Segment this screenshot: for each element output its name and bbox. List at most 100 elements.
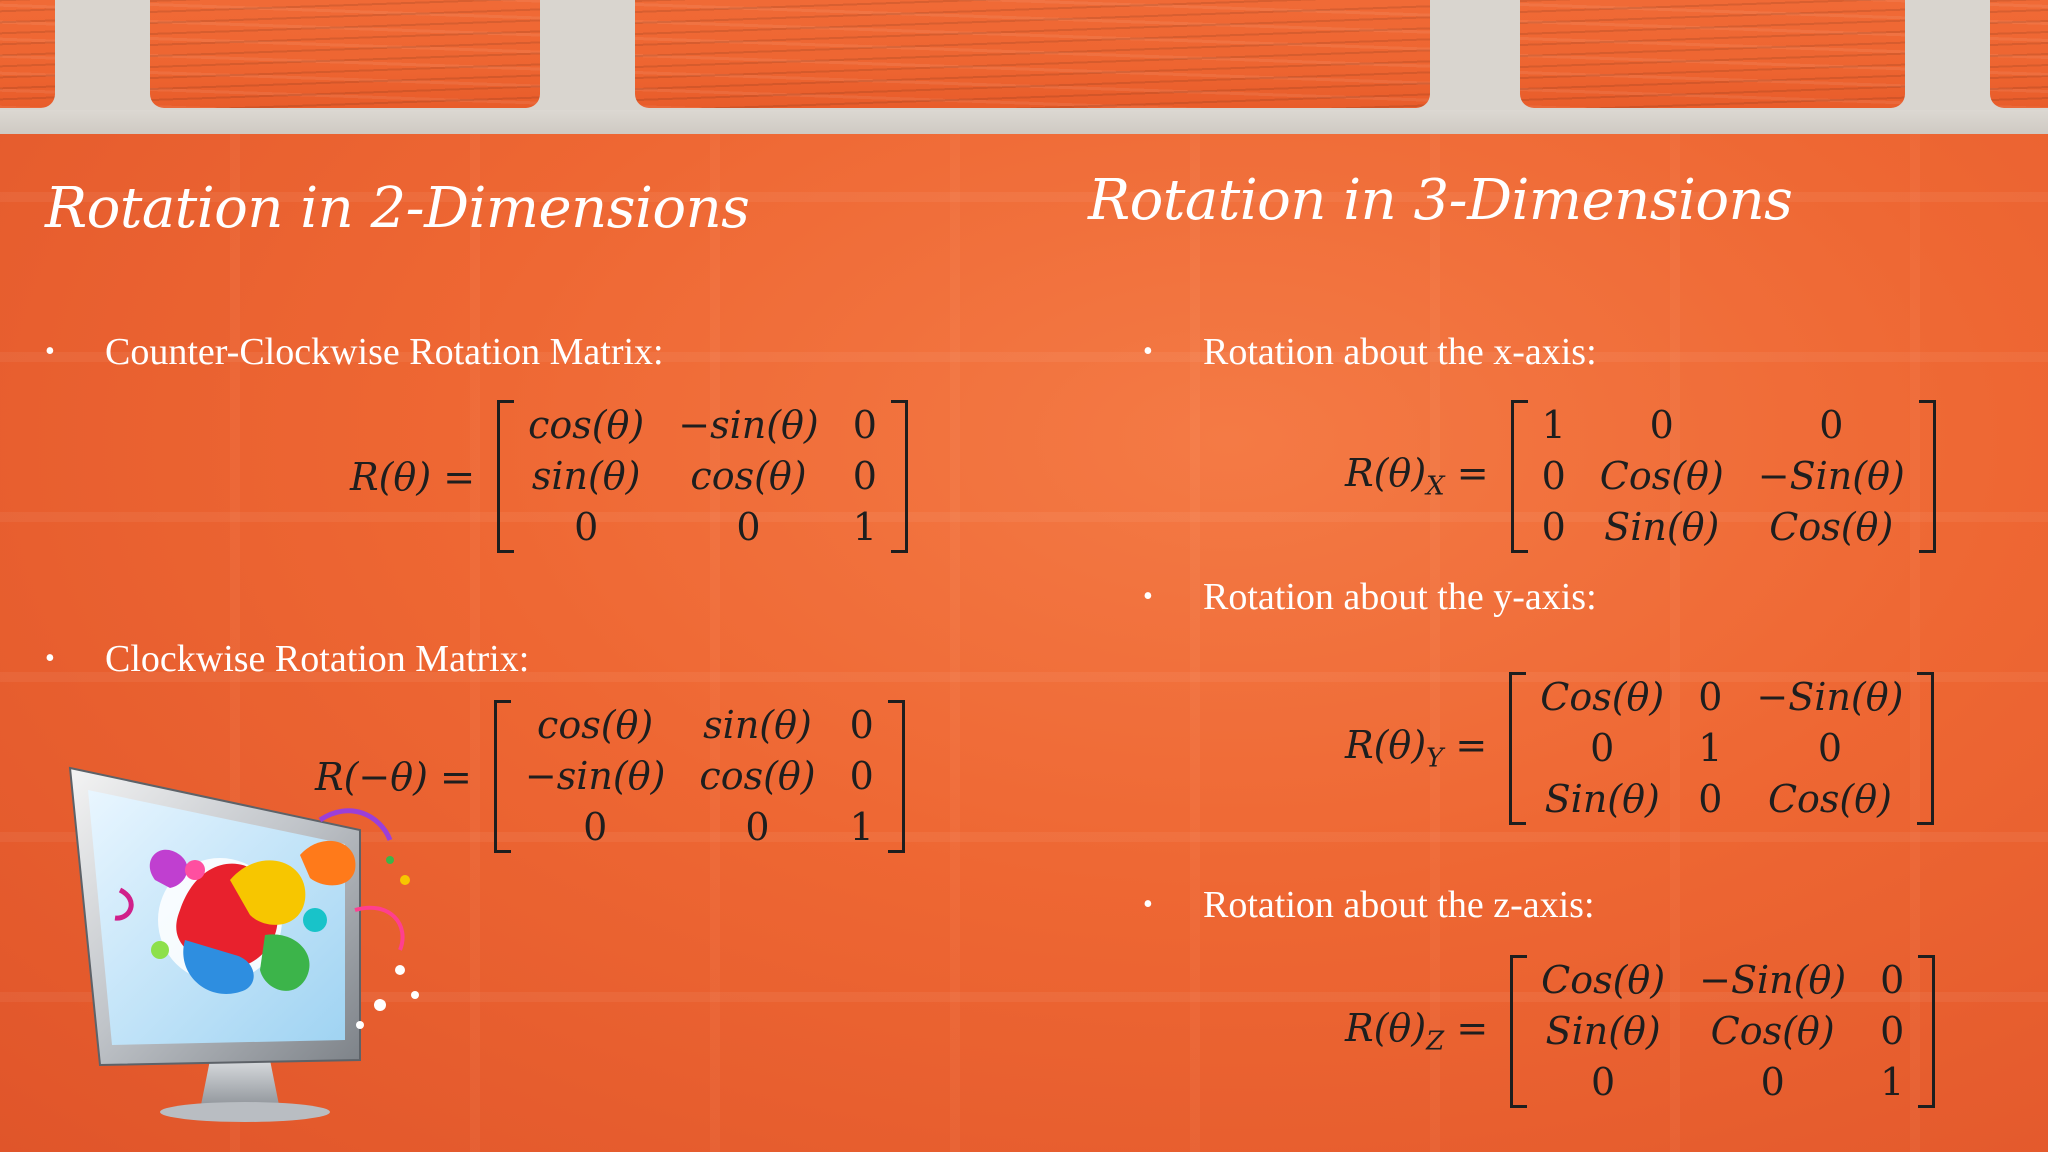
matrix-cell: Cos(θ) bbox=[1767, 777, 1892, 821]
cw-label: Clockwise Rotation Matrix: bbox=[105, 638, 530, 680]
y-equation: R(θ)Y = Cos(θ) 0 −Sin(θ) 0 1 0 Sin(θ) 0 … bbox=[1345, 672, 1935, 825]
lhs-base: R(θ) bbox=[1345, 1006, 1427, 1051]
brick bbox=[0, 0, 55, 108]
top-brick-band bbox=[0, 0, 2048, 110]
matrix-cell: 1 bbox=[849, 805, 874, 849]
right-bracket bbox=[1918, 955, 1936, 1108]
z-lhs: R(θ)Z = bbox=[1345, 1006, 1488, 1057]
matrix-cell: 0 bbox=[852, 454, 877, 498]
lhs-sub: Y bbox=[1426, 743, 1444, 774]
x-lhs: R(θ)X = bbox=[1345, 451, 1489, 502]
matrix-cell: 0 bbox=[1819, 403, 1844, 447]
matrix-cell: Cos(θ) bbox=[1769, 505, 1894, 549]
matrix-cell: cos(θ) bbox=[690, 454, 807, 498]
bullet-ccw: • Counter-Clockwise Rotation Matrix: bbox=[45, 330, 664, 374]
bullet-dot: • bbox=[1143, 889, 1153, 920]
matrix-cell: 0 bbox=[574, 505, 599, 549]
matrix-cell: −sin(θ) bbox=[678, 403, 819, 447]
matrix-cell: −Sin(θ) bbox=[1756, 675, 1904, 719]
matrix-cell: 0 bbox=[1817, 726, 1843, 770]
ccw-matrix: cos(θ) −sin(θ) 0 sin(θ) cos(θ) 0 0 0 1 bbox=[497, 400, 908, 553]
cw-equation: R(−θ) = cos(θ) sin(θ) 0 −sin(θ) cos(θ) 0… bbox=[315, 700, 905, 853]
cw-lhs: R(−θ) = bbox=[315, 754, 472, 799]
matrix-cell: 0 bbox=[1880, 1009, 1905, 1053]
matrix-cell: Sin(θ) bbox=[1545, 1009, 1661, 1053]
equals-sign: = bbox=[1456, 1006, 1489, 1051]
brick bbox=[1990, 0, 2048, 108]
left-bracket bbox=[1510, 955, 1528, 1108]
brick bbox=[635, 0, 1430, 108]
matrix-grid: Cos(θ) 0 −Sin(θ) 0 1 0 Sin(θ) 0 Cos(θ) bbox=[1526, 672, 1917, 825]
matrix-cell: 1 bbox=[1880, 1060, 1905, 1104]
bullet-dot: • bbox=[1143, 336, 1153, 367]
equals-sign: = bbox=[1455, 723, 1488, 768]
bullet-z: • Rotation about the z-axis: bbox=[1143, 883, 1595, 927]
colorful-monitor-icon bbox=[60, 760, 480, 1130]
z-equation: R(θ)Z = Cos(θ) −Sin(θ) 0 Sin(θ) Cos(θ) 0… bbox=[1345, 955, 1936, 1108]
x-label: Rotation about the x-axis: bbox=[1203, 331, 1597, 373]
brick bbox=[150, 0, 540, 108]
right-bracket bbox=[890, 400, 908, 553]
brick bbox=[1520, 0, 1905, 108]
left-bracket bbox=[493, 700, 511, 853]
matrix-cell: 0 bbox=[583, 805, 608, 849]
matrix-cell: 1 bbox=[1541, 403, 1566, 447]
matrix-cell: 0 bbox=[1698, 777, 1723, 821]
right-bracket bbox=[1918, 400, 1936, 553]
matrix-cell: 0 bbox=[736, 505, 761, 549]
title-2d: Rotation in 2-Dimensions bbox=[45, 176, 750, 241]
matrix-cell: Sin(θ) bbox=[1604, 505, 1720, 549]
matrix-cell: −Sin(θ) bbox=[1757, 454, 1905, 498]
matrix-cell: 0 bbox=[849, 703, 874, 747]
title-3d: Rotation in 3-Dimensions bbox=[1088, 168, 1793, 233]
matrix-cell: Cos(θ) bbox=[1710, 1009, 1835, 1053]
ccw-label: Counter-Clockwise Rotation Matrix: bbox=[105, 331, 664, 373]
matrix-cell: −sin(θ) bbox=[524, 754, 666, 798]
cw-matrix: cos(θ) sin(θ) 0 −sin(θ) cos(θ) 0 0 0 1 bbox=[493, 700, 905, 853]
matrix-cell: cos(θ) bbox=[537, 703, 654, 747]
matrix-grid: cos(θ) sin(θ) 0 −sin(θ) cos(θ) 0 0 0 1 bbox=[511, 700, 888, 853]
bullet-cw: • Clockwise Rotation Matrix: bbox=[45, 637, 529, 681]
bullet-dot: • bbox=[45, 336, 55, 367]
matrix-cell: 0 bbox=[1541, 454, 1566, 498]
matrix-cell: Cos(θ) bbox=[1541, 958, 1666, 1002]
matrix-cell: cos(θ) bbox=[699, 754, 816, 798]
top-divider bbox=[0, 110, 2048, 134]
matrix-cell: 0 bbox=[1591, 1060, 1616, 1104]
matrix-cell: sin(θ) bbox=[531, 454, 641, 498]
lhs-sub: Z bbox=[1426, 1026, 1445, 1057]
matrix-cell: sin(θ) bbox=[703, 703, 812, 747]
matrix-cell: 1 bbox=[1698, 726, 1723, 770]
x-matrix: 1 0 0 0 Cos(θ) −Sin(θ) 0 Sin(θ) Cos(θ) bbox=[1510, 400, 1936, 553]
matrix-cell: Cos(θ) bbox=[1540, 675, 1665, 719]
matrix-cell: 0 bbox=[1590, 726, 1615, 770]
matrix-cell: 0 bbox=[1698, 675, 1723, 719]
matrix-cell: 0 bbox=[852, 403, 877, 447]
z-label: Rotation about the z-axis: bbox=[1203, 884, 1595, 926]
bullet-dot: • bbox=[45, 643, 55, 674]
left-bracket bbox=[1510, 400, 1528, 553]
ccw-lhs: R(θ) = bbox=[350, 454, 476, 499]
lhs-base: R(θ) bbox=[1345, 451, 1427, 496]
lhs-base: R(θ) bbox=[1345, 723, 1427, 768]
y-label: Rotation about the y-axis: bbox=[1203, 576, 1597, 618]
matrix-cell: 0 bbox=[1880, 958, 1905, 1002]
matrix-cell: 0 bbox=[1541, 505, 1566, 549]
bullet-x: • Rotation about the x-axis: bbox=[1143, 330, 1597, 374]
lhs-sub: X bbox=[1426, 471, 1445, 502]
matrix-cell: Cos(θ) bbox=[1599, 454, 1724, 498]
matrix-cell: 0 bbox=[1649, 403, 1674, 447]
matrix-cell: Sin(θ) bbox=[1544, 777, 1660, 821]
left-bracket bbox=[1509, 672, 1527, 825]
matrix-cell: 1 bbox=[852, 505, 877, 549]
matrix-cell: cos(θ) bbox=[528, 403, 645, 447]
z-matrix: Cos(θ) −Sin(θ) 0 Sin(θ) Cos(θ) 0 0 0 1 bbox=[1510, 955, 1936, 1108]
bullet-y: • Rotation about the y-axis: bbox=[1143, 575, 1597, 619]
matrix-grid: 1 0 0 0 Cos(θ) −Sin(θ) 0 Sin(θ) Cos(θ) bbox=[1528, 400, 1919, 553]
ccw-equation: R(θ) = cos(θ) −sin(θ) 0 sin(θ) cos(θ) 0 … bbox=[350, 400, 908, 553]
y-matrix: Cos(θ) 0 −Sin(θ) 0 1 0 Sin(θ) 0 Cos(θ) bbox=[1509, 672, 1935, 825]
right-bracket bbox=[1917, 672, 1935, 825]
bullet-dot: • bbox=[1143, 581, 1153, 612]
matrix-cell: −Sin(θ) bbox=[1699, 958, 1847, 1002]
matrix-cell: 0 bbox=[745, 805, 770, 849]
